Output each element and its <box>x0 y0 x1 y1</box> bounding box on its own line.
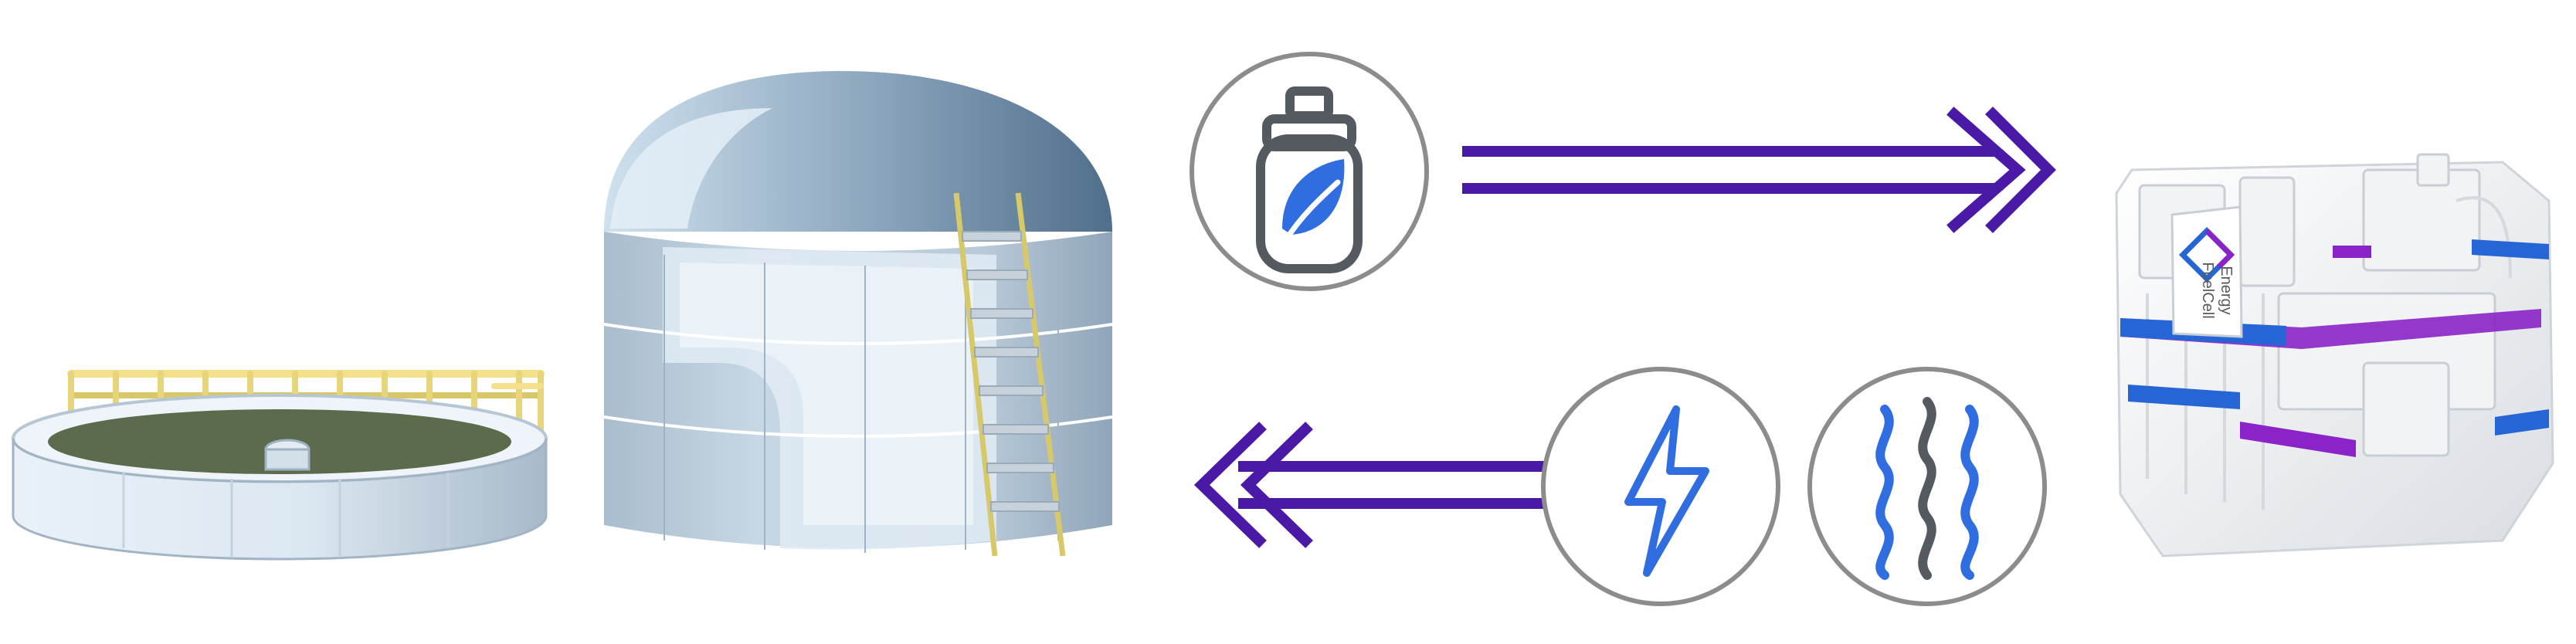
arrow-biogas-to-fuel-cell <box>1462 107 2056 233</box>
logo-text-line2: Energy <box>2218 266 2235 314</box>
anaerobic-digester <box>603 71 1113 557</box>
biogas-circle <box>1190 52 1429 291</box>
gas-cylinder-leaf-icon <box>1256 86 1363 273</box>
heat-flow-icon <box>1807 367 2047 606</box>
electricity-flow-icon <box>1541 367 1780 606</box>
lightning-bolt-icon <box>1624 405 1709 577</box>
clarifier-wall <box>12 438 548 561</box>
arrow-energy-to-facility <box>1193 422 1566 548</box>
digester-ladder <box>953 192 1066 557</box>
fuel-cell-band-lower <box>2128 385 2240 409</box>
logo-text-line1: FuelCell <box>2199 262 2216 318</box>
heat-waves-icon <box>1875 397 1979 580</box>
wastewater-clarifier <box>12 370 548 561</box>
fuelcell-energy-logo: FuelCell Energy <box>2170 205 2243 338</box>
biogas-flow-icon <box>1190 52 1429 291</box>
fuel-cell-power-plant: FuelCell Energy <box>2115 153 2554 558</box>
electricity-circle <box>1541 367 1780 606</box>
